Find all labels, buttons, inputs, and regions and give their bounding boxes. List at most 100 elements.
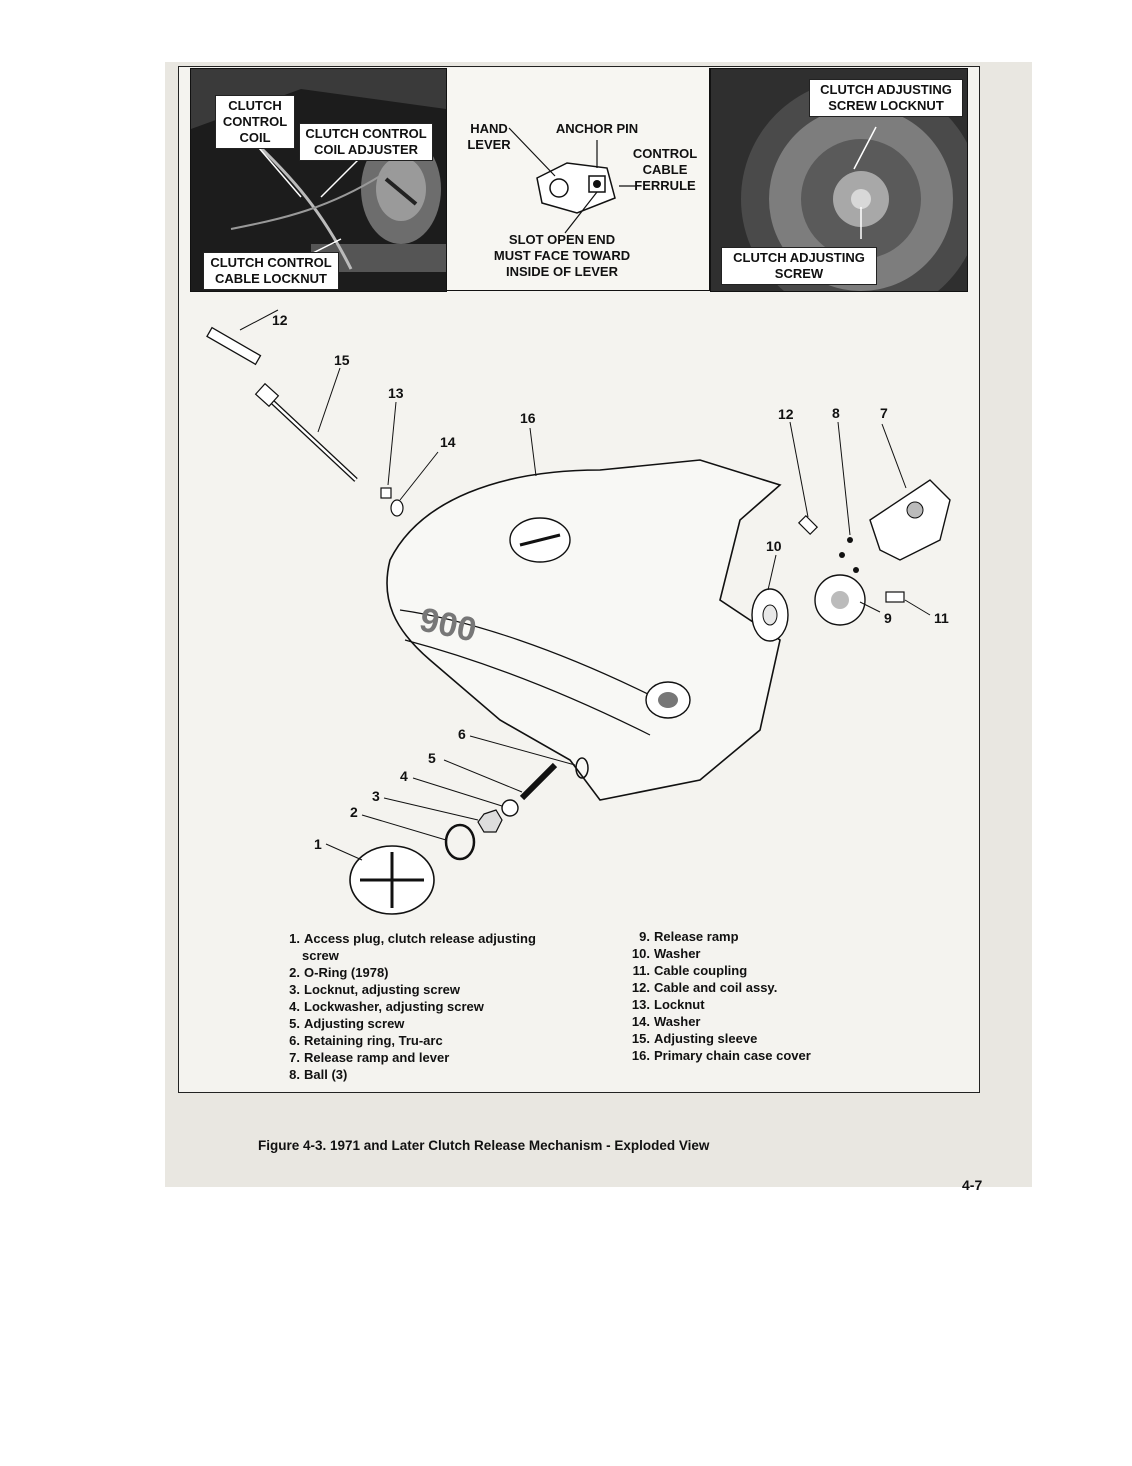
legend-number: 6. (289, 1033, 300, 1048)
legend-item: 8. Ball (3) (289, 1066, 572, 1083)
part-1-access-plug (325, 843, 435, 915)
legend-number: 13. (631, 997, 650, 1012)
callout-15: 15 (334, 352, 350, 368)
legend-text: Cable coupling (654, 963, 748, 978)
legend-item: 13. Locknut (632, 996, 912, 1013)
callout-5: 5 (428, 750, 436, 766)
legend-number: 5. (289, 1016, 300, 1031)
legend-item: 6. Retaining ring, Tru-arc (289, 1032, 572, 1049)
label-slot-note: SLOT OPEN END MUST FACE TOWARD INSIDE OF… (493, 232, 631, 279)
legend-item: 4. Lockwasher, adjusting screw (289, 998, 572, 1015)
photo-right: CLUTCH ADJUSTING SCREW LOCKNUT CLUTCH AD… (710, 68, 968, 292)
inset-hand-lever: HAND LEVER ANCHOR PIN CONTROL CABLE FERR… (446, 68, 710, 291)
legend-text: Cable and coil assy. (654, 980, 778, 995)
legend-text: Adjusting sleeve (654, 1031, 758, 1046)
legend-item: 14. Washer (632, 1013, 912, 1030)
legend-number: 4. (289, 999, 300, 1014)
legend-item: 3. Locknut, adjusting screw (289, 981, 572, 998)
part-10-washer (751, 554, 789, 642)
legend-text: Locknut (654, 997, 705, 1012)
callout-7: 7 (880, 405, 888, 421)
callout-12-right: 12 (778, 406, 794, 422)
label-screw-locknut: CLUTCH ADJUSTING SCREW LOCKNUT (809, 79, 963, 117)
part-3-locknut (383, 797, 503, 833)
legend-item: 11. Cable coupling (633, 962, 912, 979)
legend-number: 14. (631, 1014, 650, 1029)
callout-16: 16 (520, 410, 536, 426)
photo-left: CLUTCH CONTROL COIL CLUTCH CONTROL COIL … (190, 68, 447, 292)
legend-number: 7. (289, 1050, 300, 1065)
callout-10: 10 (766, 538, 782, 554)
part-8-balls (837, 421, 859, 573)
part-5-adjusting-screw (443, 759, 558, 801)
callout-13: 13 (388, 385, 404, 401)
legend-text: Lockwasher, adjusting screw (304, 999, 484, 1014)
legend-number: 3. (289, 982, 300, 997)
legend-item: 16. Primary chain case cover (632, 1047, 912, 1064)
legend-right: 9. Release ramp 10. Washer 11. Cable coupling… (630, 928, 912, 1064)
label-cable-locknut: CLUTCH CONTROL CABLE LOCKNUT (203, 252, 339, 290)
legend-text: Primary chain case cover (654, 1048, 811, 1063)
callout-4: 4 (400, 768, 408, 784)
part-2-o-ring (361, 814, 476, 861)
legend-number: 15. (631, 1031, 650, 1046)
part-12-coil (206, 309, 279, 366)
legend-number: 9. (639, 929, 650, 944)
legend-text: O-Ring (1978) (304, 965, 389, 980)
legend-item: 10. Washer (632, 945, 912, 962)
legend-number: 8. (289, 1067, 300, 1082)
legend-number: 16. (631, 1048, 650, 1063)
part-15-sleeve (254, 367, 358, 482)
callout-9: 9 (884, 610, 892, 626)
part-16-cover: 900 (386, 427, 782, 801)
legend-text: Washer (654, 946, 701, 961)
part-7-release-ramp-lever (869, 423, 951, 561)
legend-item: 9. Release ramp (639, 928, 912, 945)
label-control-cable-ferrule: CONTROL CABLE FERRULE (632, 146, 698, 193)
legend-text: Locknut, adjusting screw (304, 982, 461, 997)
part-4-lockwasher (412, 777, 519, 817)
legend-text: Washer (654, 1014, 701, 1029)
legend-number: 12. (631, 980, 650, 995)
part-11-cable-coupling (885, 591, 931, 616)
callout-12-left: 12 (272, 312, 288, 328)
part-9-release-ramp (814, 574, 881, 626)
part-14-washer (390, 451, 439, 517)
page-number: 4-7 (962, 1177, 983, 1193)
legend-item: 12. Cable and coil assy. (632, 979, 912, 996)
figure-caption: Figure 4-3. 1971 and Later Clutch Releas… (258, 1138, 710, 1153)
legend-number: 1. (289, 931, 300, 946)
legend-text: Release ramp (654, 929, 739, 944)
legend-text: Ball (3) (304, 1067, 348, 1082)
legend-left: 1.Access plug, clutch release adjusting … (280, 930, 572, 1083)
legend-text: Adjusting screw (304, 1016, 405, 1031)
callout-1: 1 (314, 836, 322, 852)
legend-item: 7. Release ramp and lever (289, 1049, 572, 1066)
legend-item: 15. Adjusting sleeve (632, 1030, 912, 1047)
callout-2: 2 (350, 804, 358, 820)
label-anchor-pin: ANCHOR PIN (555, 121, 639, 136)
part-12-cable-end (789, 421, 819, 536)
legend-text: Access plug, clutch release adjusting sc… (302, 931, 536, 963)
callout-8: 8 (832, 405, 840, 421)
callout-3: 3 (372, 788, 380, 804)
part-13-locknut (380, 401, 397, 499)
callout-14: 14 (440, 434, 456, 450)
legend-number: 11. (632, 963, 650, 978)
label-hand-lever: HAND LEVER (467, 121, 511, 152)
part-6-retaining-ring (469, 735, 589, 779)
callout-6: 6 (458, 726, 466, 742)
label-adjusting-screw: CLUTCH ADJUSTING SCREW (721, 247, 877, 285)
legend-item: 5. Adjusting screw (289, 1015, 572, 1032)
callout-11: 11 (934, 610, 949, 626)
legend-text: Retaining ring, Tru-arc (304, 1033, 443, 1048)
legend-item: 2. O-Ring (1978) (289, 964, 572, 981)
legend-text: Release ramp and lever (304, 1050, 450, 1065)
label-clutch-control-coil: CLUTCH CONTROL COIL (215, 95, 295, 149)
legend-item: 1.Access plug, clutch release adjusting … (289, 930, 572, 964)
legend-number: 10. (631, 946, 650, 961)
hand-lever-drawing (508, 127, 637, 234)
label-coil-adjuster: CLUTCH CONTROL COIL ADJUSTER (299, 123, 433, 161)
legend-number: 2. (289, 965, 300, 980)
